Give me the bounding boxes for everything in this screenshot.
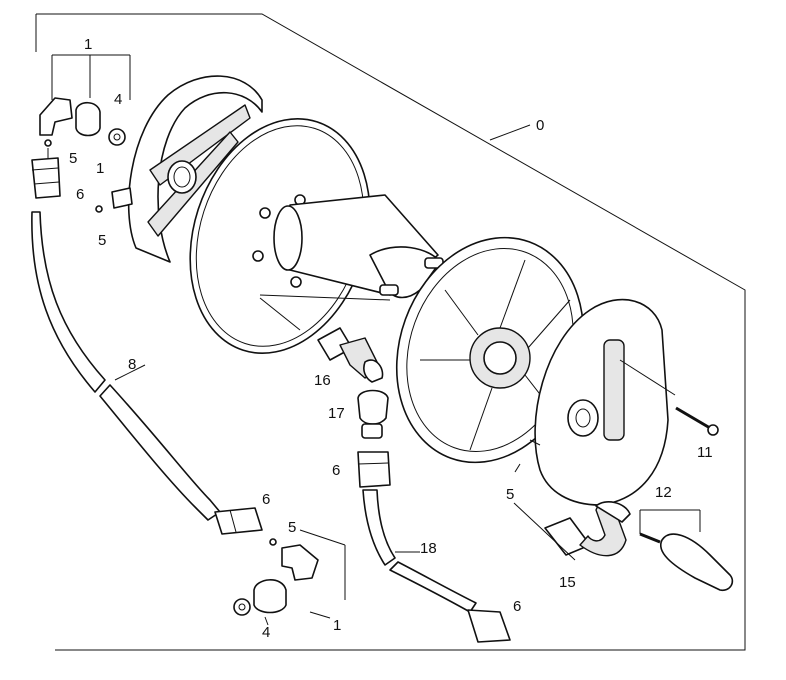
callout-18: 18 (420, 540, 437, 557)
callout-6-bottom: 6 (513, 598, 521, 615)
lower-coupling-set (214, 507, 319, 616)
callout-0: 0 (536, 117, 544, 134)
callout-5-left: 5 (98, 232, 106, 249)
callout-5-right: 5 (506, 486, 514, 503)
callout-15: 15 (559, 574, 576, 591)
callout-12: 12 (655, 484, 672, 501)
leader-lines (47, 54, 701, 626)
callout-6-center: 6 (332, 462, 340, 479)
callout-5-top: 5 (69, 150, 77, 167)
callout-1-top: 1 (84, 36, 92, 53)
hose-section-8 (31, 211, 221, 521)
callout-6-low: 6 (262, 491, 270, 508)
callout-16: 16 (314, 372, 331, 389)
side-cover-plate (534, 298, 669, 506)
callout-5-low: 5 (288, 519, 296, 536)
upper-angle-connector (31, 97, 133, 213)
connector-17 (357, 389, 389, 439)
callout-17: 17 (328, 405, 345, 422)
callout-1-mid: 1 (96, 160, 104, 177)
callout-8: 8 (128, 356, 136, 373)
callout-6-top: 6 (76, 186, 84, 203)
reel-cylinder-hub (273, 194, 444, 299)
callout-11: 11 (697, 444, 713, 461)
callout-1-bottom: 1 (333, 617, 341, 634)
hose-section-18 (357, 451, 511, 643)
assembly-frame-outline (36, 13, 746, 651)
bolt-11 (675, 406, 719, 436)
handle-grip-12 (639, 532, 734, 592)
callout-4-top: 4 (114, 91, 122, 108)
callout-4-bottom: 4 (262, 624, 270, 641)
wall-bracket-plate (127, 75, 263, 263)
angle-connector-16 (317, 327, 384, 383)
crank-handle-15 (544, 501, 631, 557)
